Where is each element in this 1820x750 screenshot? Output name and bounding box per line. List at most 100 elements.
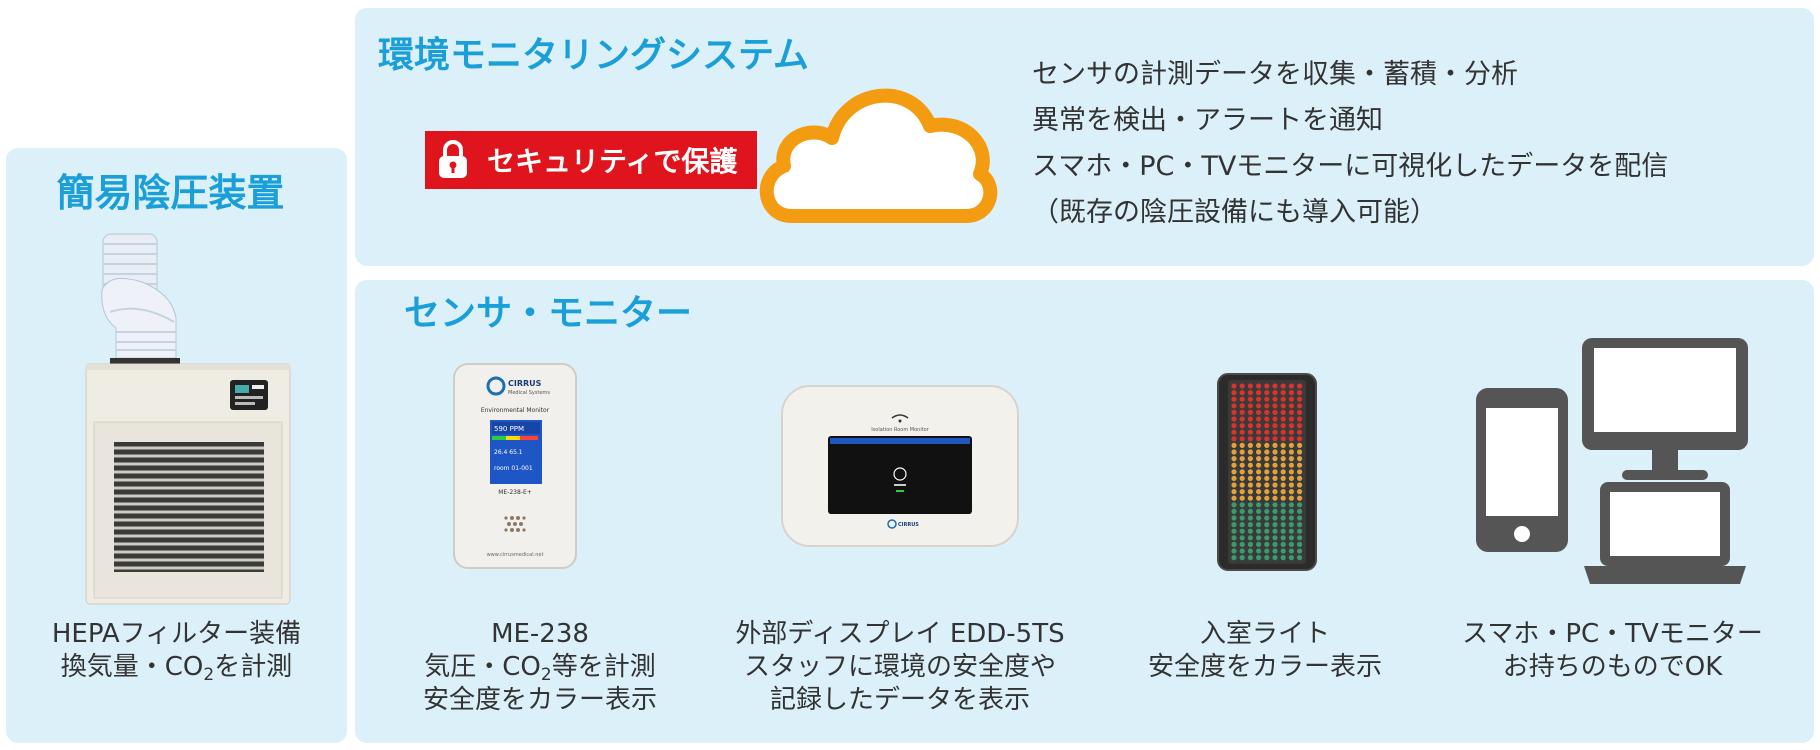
led-dot — [1264, 436, 1270, 442]
led-dot — [1247, 383, 1253, 389]
led-dot — [1256, 541, 1262, 547]
led-dot — [1280, 502, 1286, 508]
led-dot — [1256, 555, 1262, 561]
devices-icon-group — [1476, 338, 1748, 584]
led-dot — [1231, 489, 1237, 495]
led-dot — [1231, 416, 1237, 422]
me238-temp-humidity: 26.4 65.1 — [494, 449, 523, 456]
led-dot — [1239, 462, 1245, 468]
led-dot — [1256, 548, 1262, 554]
led-dot — [1272, 502, 1278, 508]
led-dot — [1272, 515, 1278, 521]
led-dot — [1264, 489, 1270, 495]
led-dot — [1297, 449, 1303, 455]
duct-hose — [101, 233, 180, 366]
led-dot — [1272, 449, 1278, 455]
led-dot — [1264, 522, 1270, 528]
tv-monitor-icon — [1582, 338, 1748, 480]
led-dot — [1231, 502, 1237, 508]
led-dot — [1239, 535, 1245, 541]
led-dot — [1264, 390, 1270, 396]
led-dot — [1264, 449, 1270, 455]
led-dot — [1239, 475, 1245, 481]
led-dot — [1280, 383, 1286, 389]
led-dot — [1297, 541, 1303, 547]
led-dot — [1247, 462, 1253, 468]
led-dot — [1297, 409, 1303, 415]
led-dot — [1247, 442, 1253, 448]
led-dot — [1247, 469, 1253, 475]
caption-line: 記録したデータを表示 — [769, 685, 1030, 715]
led-dot — [1256, 416, 1262, 422]
entry-light-image — [1217, 373, 1317, 571]
smartphone-icon — [1476, 388, 1568, 552]
led-dot — [1264, 456, 1270, 462]
led-dot — [1239, 403, 1245, 409]
caption-line: 換気量・CO2を計測 — [60, 652, 293, 685]
led-dot — [1288, 528, 1294, 534]
led-dot — [1264, 423, 1270, 429]
caption-line: 安全度をカラー表示 — [1147, 652, 1382, 682]
led-dot — [1272, 508, 1278, 514]
led-dot — [1288, 555, 1294, 561]
me238-caption: ME-238 気圧・CO2等を計測 安全度をカラー表示 — [380, 618, 700, 717]
led-dot — [1272, 383, 1278, 389]
monitoring-system-title: 環境モニタリングシステム — [378, 35, 809, 76]
led-dot — [1280, 462, 1286, 468]
led-dot — [1247, 429, 1253, 435]
led-dot — [1231, 456, 1237, 462]
me238-device-image: CIRRUS Medical Systems Environmental Mon… — [453, 363, 577, 569]
led-dot — [1288, 541, 1294, 547]
led-dot — [1231, 475, 1237, 481]
led-dot — [1264, 541, 1270, 547]
led-dot — [1280, 436, 1286, 442]
devices-caption: スマホ・PC・TVモニター お持ちのものでOK — [1450, 618, 1775, 684]
led-dot — [1231, 449, 1237, 455]
led-dot — [1239, 508, 1245, 514]
led-dot — [1231, 515, 1237, 521]
led-dot — [1256, 456, 1262, 462]
led-dot — [1272, 489, 1278, 495]
led-dot — [1264, 429, 1270, 435]
led-dot — [1280, 475, 1286, 481]
led-dot — [1288, 489, 1294, 495]
led-dot — [1280, 469, 1286, 475]
led-dot — [1272, 475, 1278, 481]
caption-line: スタッフに環境の安全度や — [743, 652, 1056, 682]
led-dot — [1280, 409, 1286, 415]
led-dot — [1272, 555, 1278, 561]
led-dot — [1231, 555, 1237, 561]
led-dot — [1264, 462, 1270, 468]
led-dot — [1256, 489, 1262, 495]
led-dot — [1256, 449, 1262, 455]
led-dot — [1264, 416, 1270, 422]
led-dot — [1264, 502, 1270, 508]
led-dot — [1297, 548, 1303, 554]
led-dot — [1247, 495, 1253, 501]
led-dot — [1297, 482, 1303, 488]
led-dot — [1280, 515, 1286, 521]
led-dot — [1264, 403, 1270, 409]
led-dot — [1264, 548, 1270, 554]
led-dot — [1280, 429, 1286, 435]
led-dot — [1297, 495, 1303, 501]
led-dot — [1280, 541, 1286, 547]
led-dot — [1239, 442, 1245, 448]
led-dot — [1247, 423, 1253, 429]
led-dot — [1280, 508, 1286, 514]
led-dot — [1231, 423, 1237, 429]
edd5ts-header: Isolation Room Monitor — [871, 427, 930, 433]
led-dot — [1272, 462, 1278, 468]
led-dot — [1247, 436, 1253, 442]
led-dot — [1264, 409, 1270, 415]
caption-line: ME-238 — [491, 619, 589, 649]
led-dot — [1247, 403, 1253, 409]
led-dot — [1247, 535, 1253, 541]
led-dot — [1231, 436, 1237, 442]
led-dot — [1264, 442, 1270, 448]
led-dot — [1288, 390, 1294, 396]
led-dot — [1264, 475, 1270, 481]
led-dot — [1239, 548, 1245, 554]
led-dot — [1264, 396, 1270, 402]
led-dot — [1247, 528, 1253, 534]
